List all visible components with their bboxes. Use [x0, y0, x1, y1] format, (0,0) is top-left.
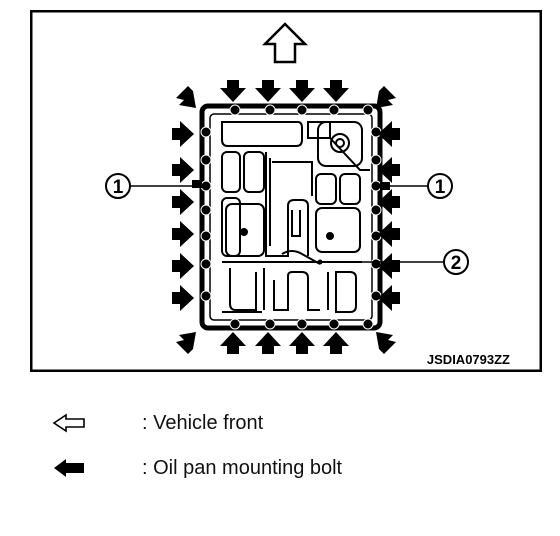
oil-pan-diagram: 1 1 2 JSDIA0793ZZ — [30, 10, 542, 372]
solid-arrow-icon — [255, 80, 281, 102]
oil-pan — [192, 103, 390, 331]
vehicle-front-arrow-icon — [261, 22, 309, 64]
solid-arrow-icon — [52, 455, 102, 481]
bolt-arrows — [172, 80, 400, 354]
solid-arrow-icon — [378, 121, 400, 147]
legend-item-vehicle-front: : Vehicle front — [52, 408, 263, 438]
solid-arrow-icon — [172, 189, 194, 215]
solid-arrow-icon — [172, 221, 194, 247]
solid-arrow-icon — [176, 332, 196, 354]
svg-text:1: 1 — [113, 177, 124, 198]
svg-text:2: 2 — [451, 253, 462, 274]
solid-arrow-icon — [289, 332, 315, 354]
callout-2: 2 — [443, 249, 469, 275]
solid-arrow-icon — [220, 80, 246, 102]
outline-arrow-icon — [52, 410, 102, 436]
callout-1-right: 1 — [427, 173, 453, 199]
leader-lines — [130, 185, 444, 263]
solid-arrow-icon — [172, 121, 194, 147]
legend-label: : Vehicle front — [142, 411, 264, 434]
svg-text:1: 1 — [435, 177, 446, 198]
solid-arrow-icon — [172, 253, 194, 279]
solid-arrow-icon — [323, 80, 349, 102]
legend-label: : Oil pan mounting bolt — [142, 456, 343, 479]
solid-arrow-icon — [323, 332, 349, 354]
solid-arrow-icon — [378, 253, 400, 279]
solid-arrow-icon — [378, 285, 400, 311]
solid-arrow-icon — [176, 86, 196, 108]
solid-arrow-icon — [378, 189, 400, 215]
figure-code: JSDIA0793ZZ — [427, 352, 510, 367]
solid-arrow-icon — [172, 157, 194, 183]
solid-arrow-icon — [172, 285, 194, 311]
solid-arrow-icon — [376, 332, 396, 354]
solid-arrow-icon — [289, 80, 315, 102]
solid-arrow-icon — [220, 332, 246, 354]
solid-arrow-icon — [376, 86, 396, 108]
solid-arrow-icon — [255, 332, 281, 354]
solid-arrow-icon — [378, 157, 400, 183]
legend-item-oil-pan-bolt: : Oil pan mounting bolt — [52, 453, 342, 483]
solid-arrow-icon — [378, 221, 400, 247]
callout-1-left: 1 — [105, 173, 131, 199]
